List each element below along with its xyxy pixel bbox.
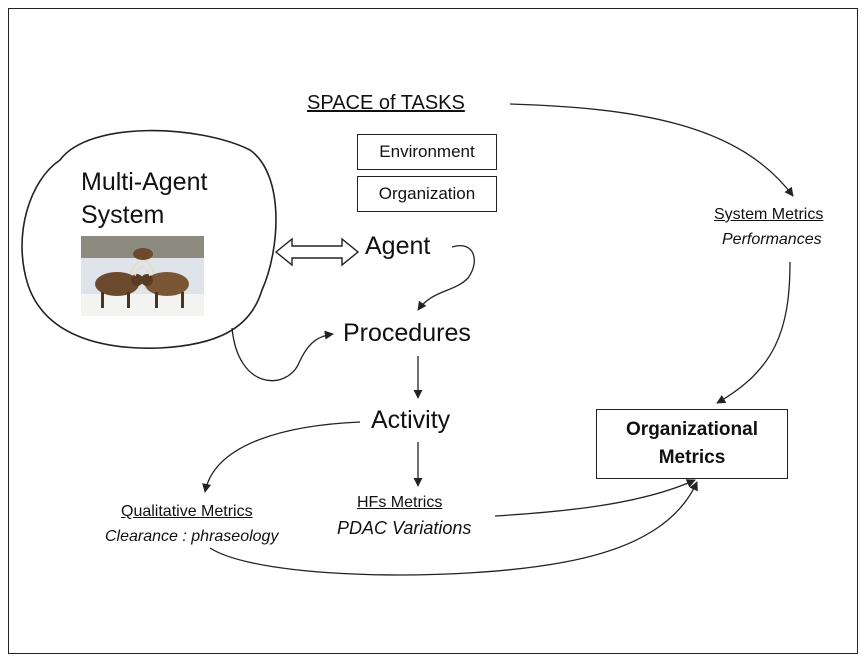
organizational-metrics-box: Organizational Metrics bbox=[596, 409, 788, 479]
diagram-frame bbox=[8, 8, 858, 654]
performances-label: Performances bbox=[722, 231, 822, 248]
arrow-activity-to-qualitative bbox=[202, 421, 361, 493]
mas-title-line2: System bbox=[81, 201, 165, 229]
activity-label: Activity bbox=[371, 406, 451, 434]
arrow-tasks-to-system-metrics bbox=[509, 103, 794, 197]
org-metrics-line2: Metrics bbox=[658, 447, 726, 468]
clearance-label: Clearance : phraseology bbox=[105, 528, 279, 545]
agent-label: Agent bbox=[365, 232, 431, 260]
arrow-agent-to-procedures bbox=[417, 245, 475, 311]
qualitative-metrics-label: Qualitative Metrics bbox=[121, 503, 253, 520]
arrow-mas-to-procedures bbox=[231, 327, 334, 382]
environment-box: Environment bbox=[357, 134, 497, 170]
mas-blob bbox=[21, 129, 277, 349]
elk-fighting-photo bbox=[81, 236, 204, 316]
org-metrics-line1: Organizational bbox=[626, 419, 758, 440]
pdac-label: PDAC Variations bbox=[337, 518, 472, 538]
system-metrics-label: System Metrics bbox=[714, 206, 824, 223]
mas-title-line1: Multi-Agent bbox=[81, 168, 208, 196]
hfs-metrics-label: HFs Metrics bbox=[357, 494, 443, 511]
organization-label: Organization bbox=[378, 184, 476, 203]
arrow-hfs-to-org bbox=[494, 479, 696, 517]
arrow-qualitative-to-org bbox=[209, 481, 698, 576]
organization-box: Organization bbox=[357, 176, 497, 212]
space-of-tasks-label: SPACE of TASKS bbox=[307, 92, 465, 114]
arrow-system-to-org bbox=[716, 261, 791, 404]
photo-illustration bbox=[81, 236, 204, 316]
double-arrow-mas-agent bbox=[274, 237, 360, 267]
procedures-label: Procedures bbox=[343, 319, 471, 347]
environment-label: Environment bbox=[379, 142, 475, 161]
